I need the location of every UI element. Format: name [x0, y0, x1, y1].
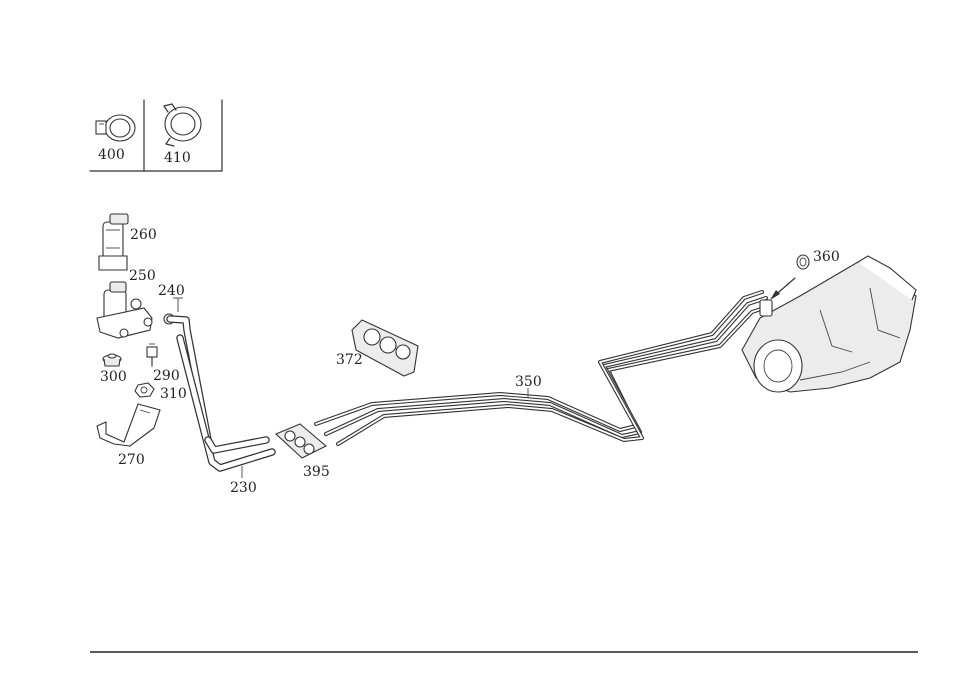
label-372: 372	[336, 352, 363, 368]
pipe-holder-372	[351, 319, 419, 377]
heater-body	[741, 255, 917, 393]
label-290: 290	[153, 368, 180, 384]
connector-290	[146, 343, 158, 367]
label-400: 400	[98, 147, 125, 163]
grommet-plate-395	[274, 423, 327, 459]
seal-ring-360	[770, 254, 810, 300]
pipe-bundle-350	[314, 290, 772, 446]
hose-clamp-410	[163, 103, 202, 147]
label-250: 250	[129, 268, 156, 284]
label-260: 260	[130, 227, 157, 243]
label-410: 410	[164, 150, 191, 166]
nut-310	[134, 382, 155, 398]
label-300: 300	[100, 369, 127, 385]
hose-240	[163, 297, 212, 444]
label-270: 270	[118, 452, 145, 468]
valve-unit-250	[96, 281, 153, 339]
hose-clamp-400	[95, 114, 136, 142]
label-350: 350	[515, 374, 542, 390]
label-240: 240	[158, 283, 185, 299]
label-360: 360	[813, 249, 840, 265]
label-395: 395	[303, 464, 330, 480]
water-pump-260	[98, 213, 129, 271]
clamp-inset-box	[89, 99, 223, 172]
label-230: 230	[230, 480, 257, 496]
bracket-270	[96, 403, 161, 447]
grommet-300	[102, 353, 122, 367]
hose-230	[176, 334, 276, 478]
label-310: 310	[160, 386, 187, 402]
